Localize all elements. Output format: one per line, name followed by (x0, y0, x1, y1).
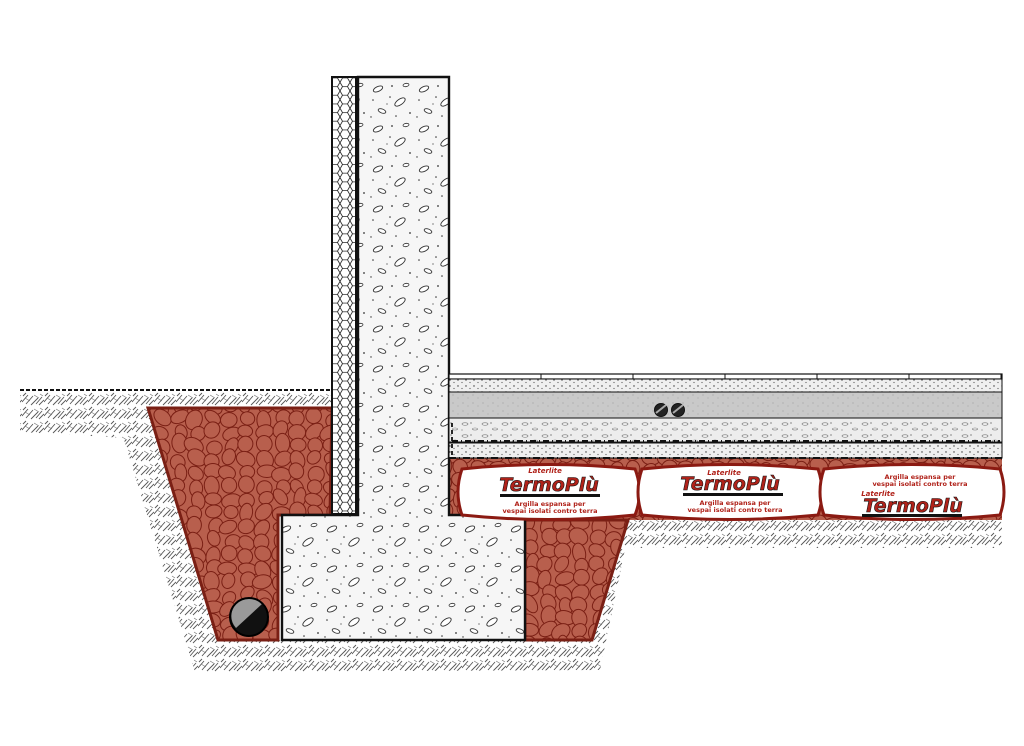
wall-insulation (331, 76, 357, 515)
soil-left (20, 392, 332, 440)
bag-maker-label: Laterlite (707, 469, 741, 477)
floor-lean-concrete (448, 442, 1003, 459)
termoplu-bag: Laterlite TermoPlù Argilla espansa per v… (456, 463, 641, 521)
bag-caption-line1: Argilla espansa per (700, 499, 772, 507)
floor-pipes-icon (654, 403, 685, 417)
bag-caption-line2: vespai isolati contro terra (872, 480, 967, 488)
termoplu-bag: Argilla espansa per vespai isolati contr… (818, 463, 1006, 521)
bag-caption-line1: Argilla espansa per (885, 473, 957, 481)
floor-layers (448, 373, 1003, 459)
bag-maker-label: Laterlite (528, 467, 562, 475)
bag-maker-label: Laterlite (861, 490, 895, 498)
bag-caption-line2: vespai isolati contro terra (687, 506, 782, 514)
bag-caption-line1: Argilla espansa per (515, 500, 587, 508)
termoplu-bag: Laterlite TermoPlù Argilla espansa per v… (636, 463, 824, 521)
bag-brand-label: TermoPlù (680, 473, 780, 495)
bag-caption-line2: vespai isolati contro terra (502, 507, 597, 515)
soil-under-slab (625, 520, 1002, 548)
floor-screed (448, 378, 1003, 393)
concrete-wall-footing (280, 75, 527, 642)
bag-brand-label: TermoPlù (863, 495, 963, 517)
drain-pipe-icon (229, 597, 269, 637)
floor-pipe-layer (448, 391, 1003, 419)
floor-lightweight-layer (448, 417, 1003, 443)
bag-brand-label: TermoPlù (499, 474, 599, 496)
